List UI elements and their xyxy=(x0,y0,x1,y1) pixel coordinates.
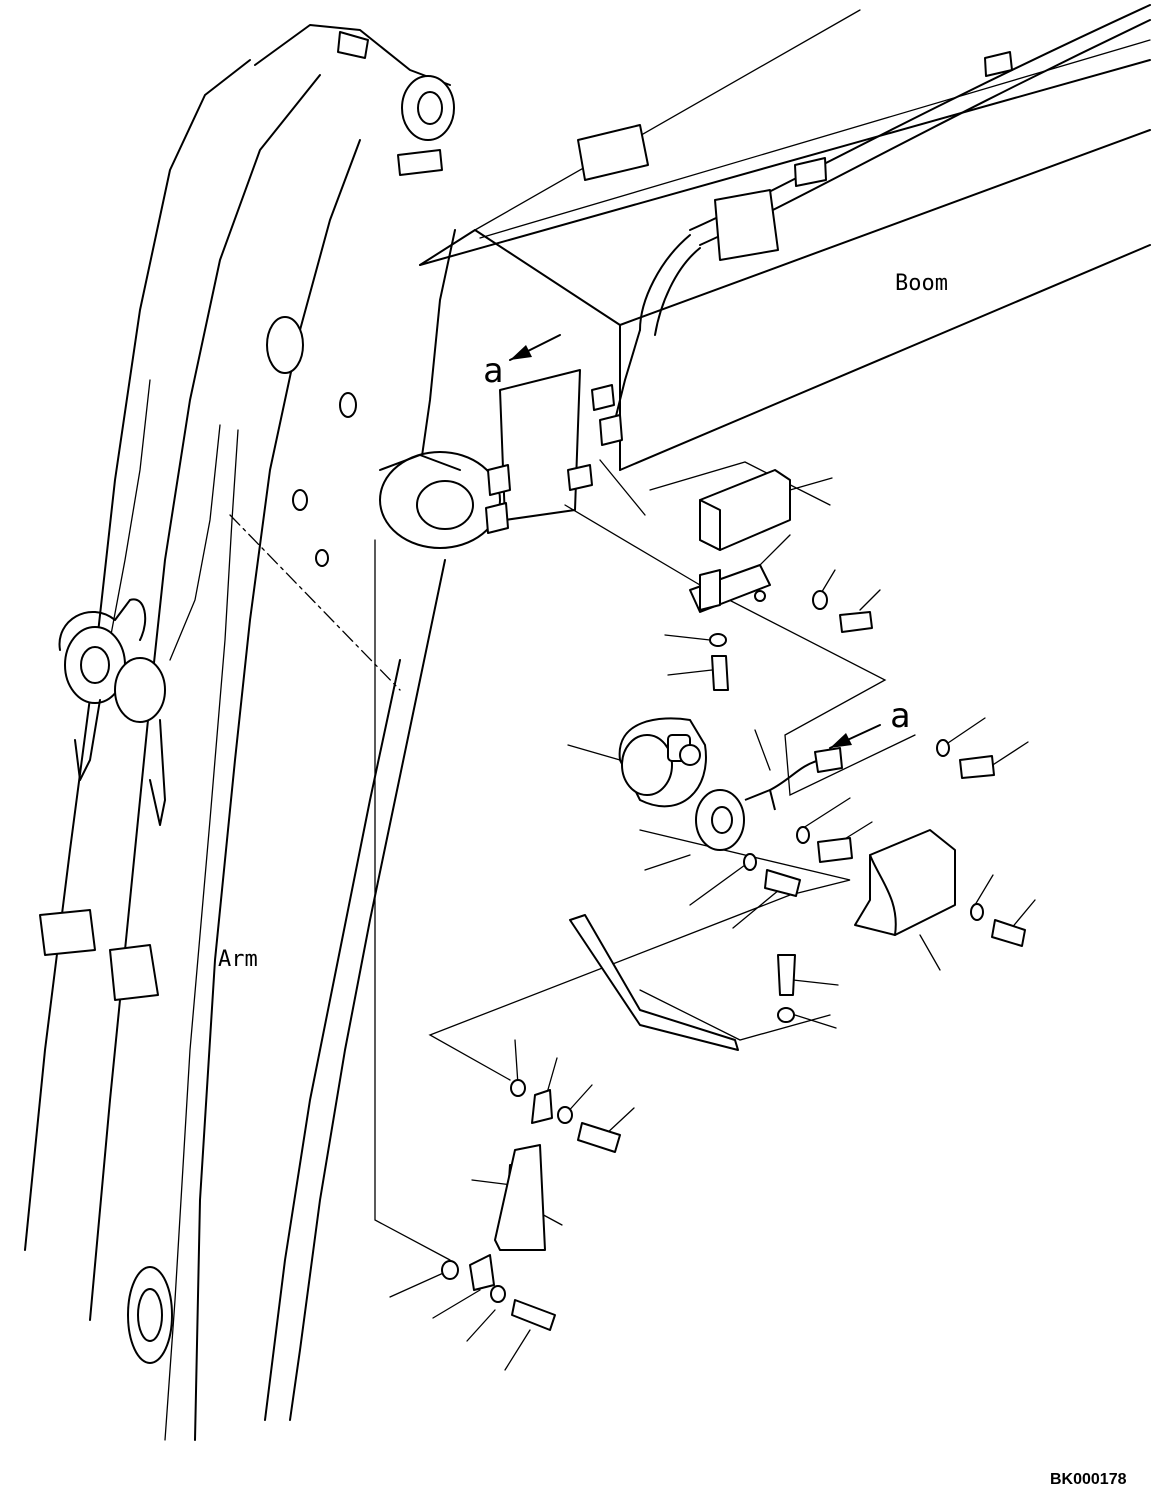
horn xyxy=(695,789,776,851)
view-a-label-top: a xyxy=(483,351,503,391)
connector-wire xyxy=(769,747,843,791)
horn-mount-plate xyxy=(618,717,707,808)
washer-icon xyxy=(441,590,984,1303)
view-a-label-bottom: a xyxy=(890,696,910,736)
grease-fitting-icon xyxy=(469,1089,553,1291)
view-a-arrow-top xyxy=(509,334,561,361)
bolt-icon xyxy=(511,611,1026,1331)
horn-cover xyxy=(854,829,956,936)
clamp-strap xyxy=(569,914,739,1051)
boom-label: Boom xyxy=(895,271,948,296)
boom-structure xyxy=(379,4,1151,549)
drawing-code: BK000178 xyxy=(1050,1471,1127,1488)
horn-bracket xyxy=(689,469,791,613)
view-a-arrow-bottom xyxy=(829,724,881,749)
arm-label: Arm xyxy=(218,947,258,972)
